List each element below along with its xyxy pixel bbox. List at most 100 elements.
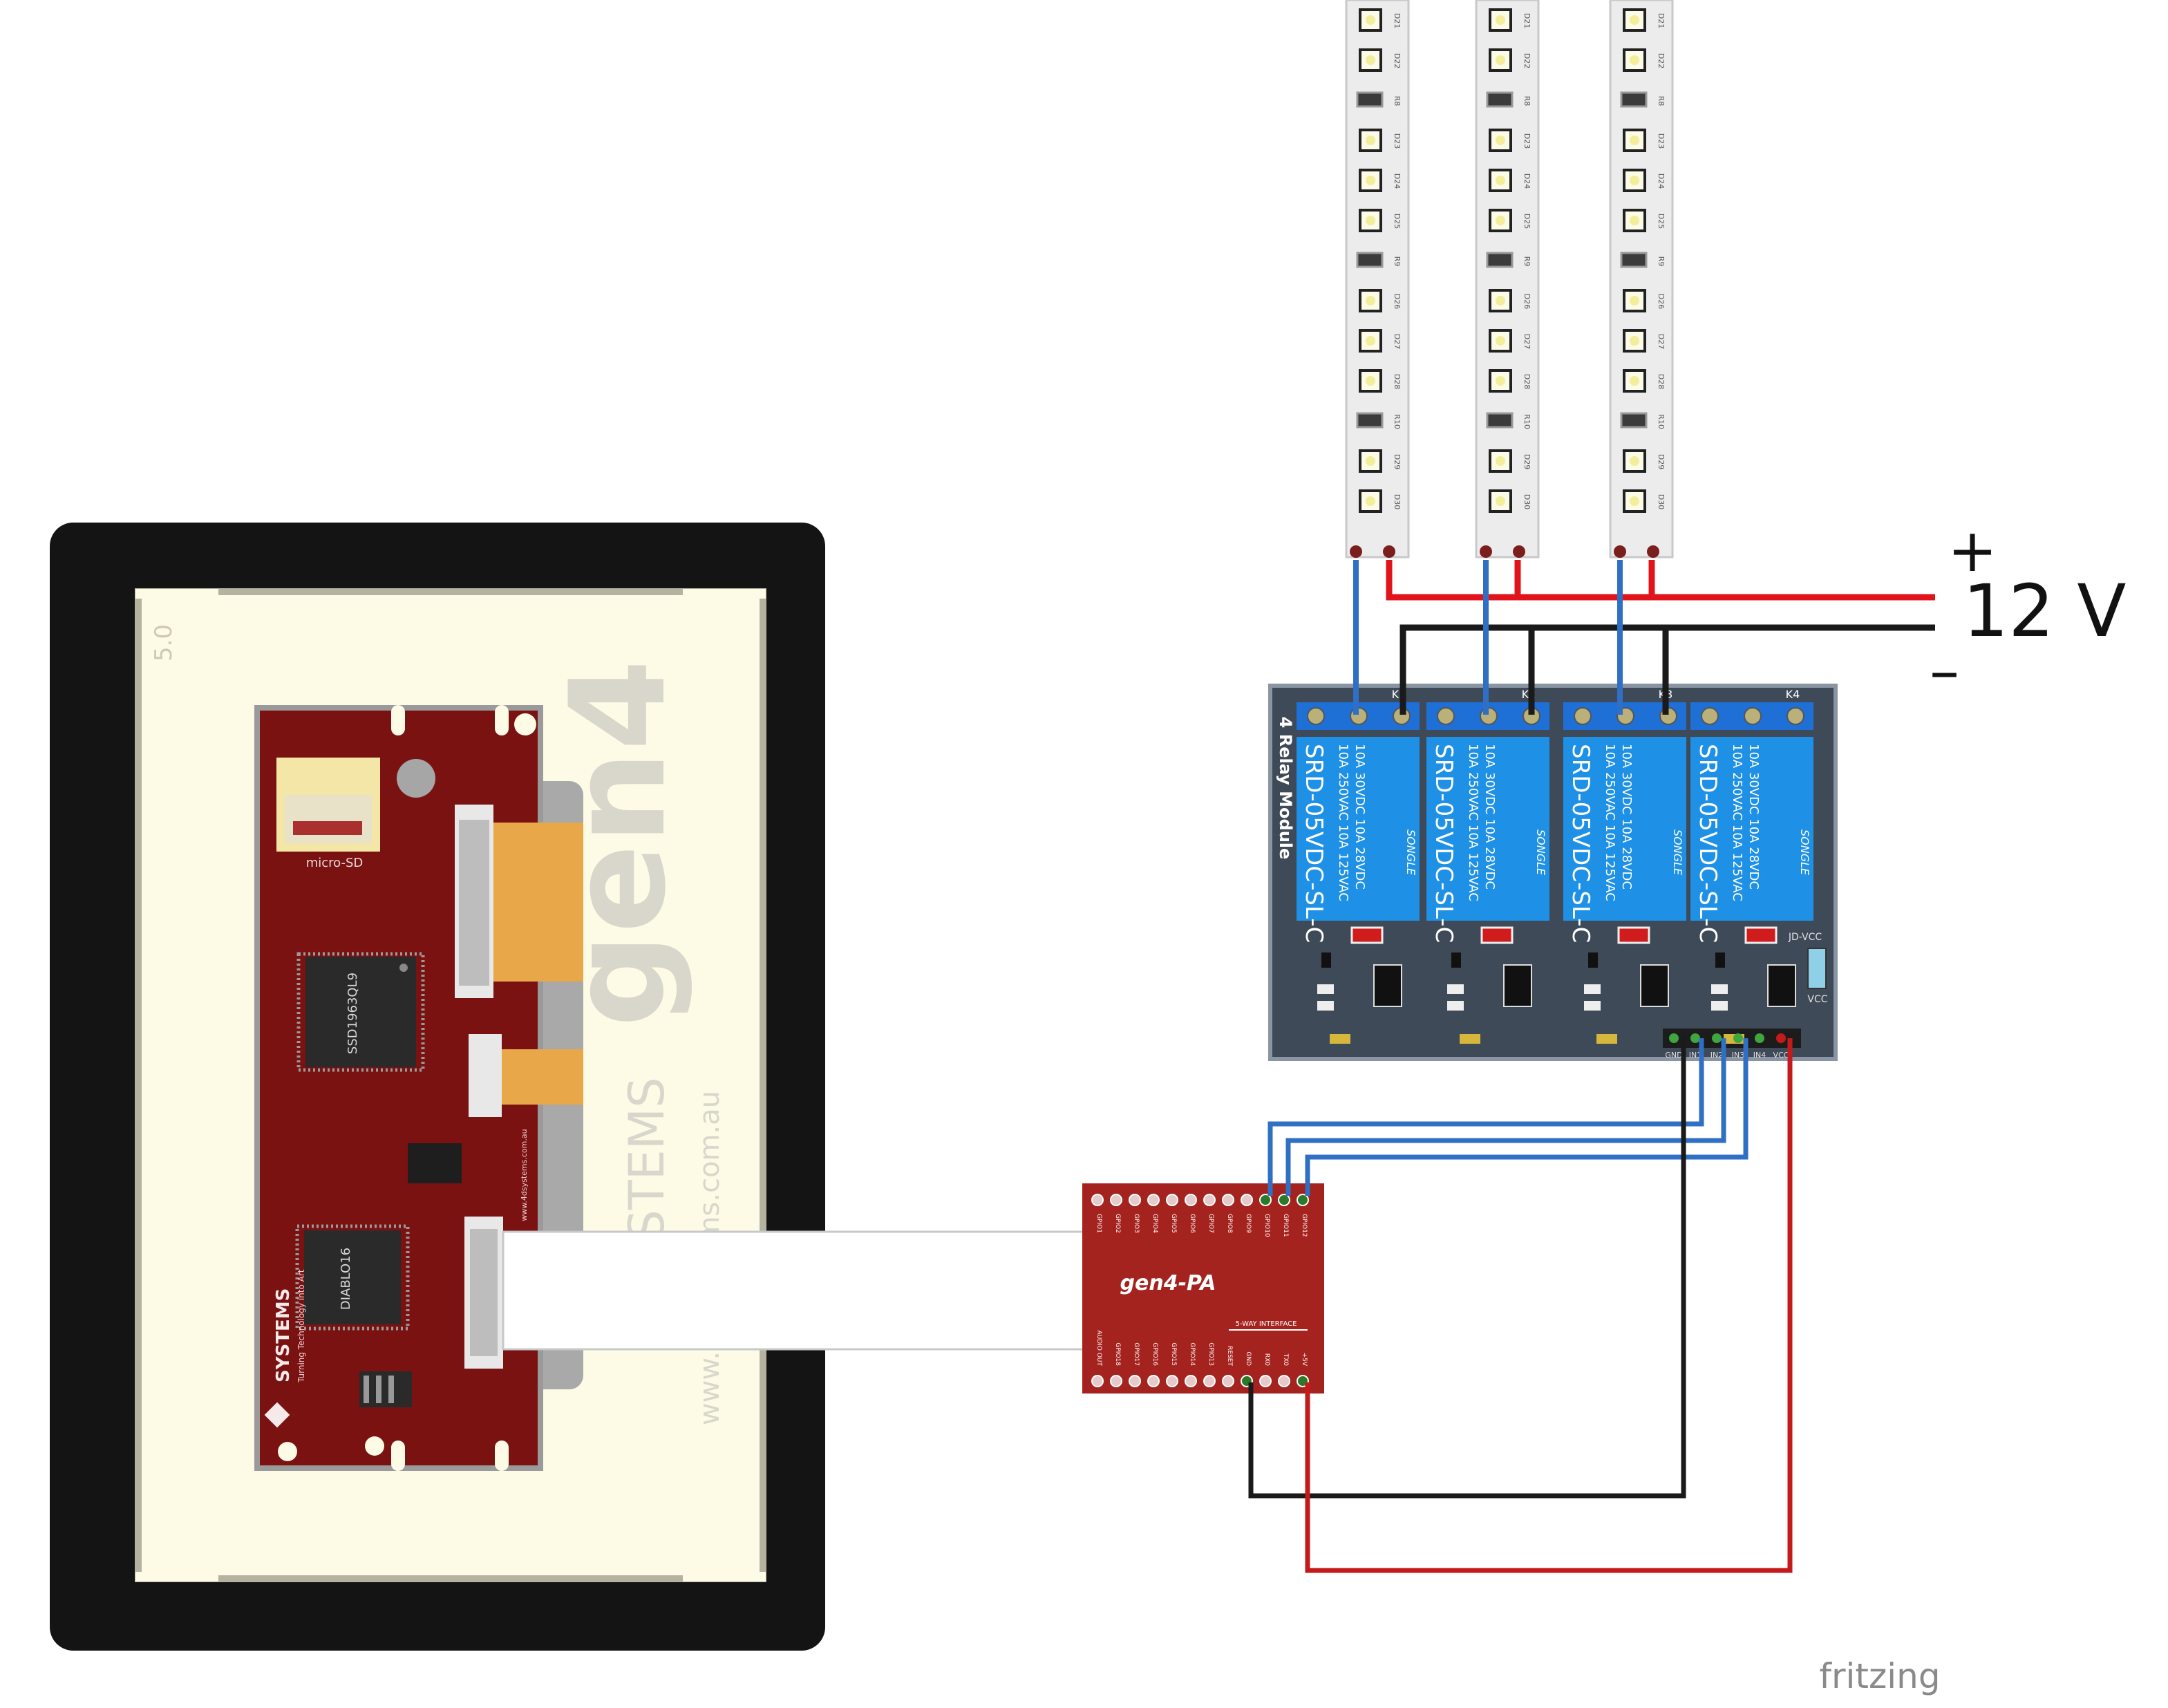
resistor — [1486, 91, 1514, 108]
relay-model-label: SRD-05VDC-SL-C — [1694, 744, 1722, 943]
led-label: D25 — [1523, 214, 1531, 229]
pcb-logo-mark — [264, 1402, 290, 1428]
status-led — [1350, 926, 1384, 944]
led-label: D29 — [1523, 454, 1531, 469]
jumper-top-label: JD-VCC — [1788, 932, 1822, 943]
led-label: R10 — [1523, 414, 1531, 429]
optocoupler — [1640, 964, 1669, 1007]
resistor — [1356, 252, 1384, 268]
led-chip — [1359, 489, 1382, 513]
resistor — [1356, 91, 1384, 108]
smd-resistor — [1584, 1001, 1601, 1011]
smd-resistor — [1711, 984, 1728, 994]
led-label: D21 — [1657, 13, 1666, 28]
header-pin-label: IN4 — [1753, 1051, 1766, 1060]
led-label: D24 — [1393, 173, 1402, 189]
relay-rating-2: 10A 30VDC 10A 28VDC — [1352, 744, 1367, 890]
relay-rating-1: 10A 250VAC 10A 125VAC — [1603, 744, 1617, 901]
header-pin-label: GND — [1665, 1051, 1682, 1060]
adapter-top-pin-label: GPIO6 — [1189, 1214, 1196, 1233]
led-label: D22 — [1393, 53, 1402, 68]
pcb-tagline: Turning Technology into Art — [296, 1269, 306, 1383]
adapter-bottom-pin — [1091, 1375, 1104, 1387]
microsd-label: micro-SD — [306, 856, 364, 870]
adapter-bottom-pin-label: TX0 — [1282, 1353, 1289, 1367]
transistor — [1451, 952, 1461, 968]
led-chip — [1489, 169, 1512, 192]
led-strip-body — [1609, 0, 1674, 559]
led-lens — [1496, 55, 1505, 65]
relay-rating-2: 10A 30VDC 10A 28VDC — [1619, 744, 1634, 890]
led-chip — [1359, 369, 1382, 393]
adapter-top-pin-label: GPIO7 — [1207, 1214, 1214, 1233]
led-lens — [1630, 55, 1639, 65]
led-label: R9 — [1393, 256, 1402, 267]
adapter-bottom-pin-label: GND — [1245, 1351, 1252, 1366]
led-label: R8 — [1393, 96, 1402, 106]
relay-rating-1: 10A 250VAC 10A 125VAC — [1730, 744, 1744, 901]
relay-body — [1690, 737, 1813, 921]
adapter-top-pin-label: GPIO2 — [1114, 1214, 1121, 1233]
relay-rating-2: 10A 30VDC 10A 28VDC — [1482, 744, 1497, 890]
adapter-top-pin — [1297, 1194, 1309, 1206]
led-lens — [1630, 336, 1639, 346]
power-minus-label: – — [1930, 637, 1959, 706]
led-label: D25 — [1657, 214, 1666, 229]
smd-resistor — [1447, 1001, 1464, 1011]
led-label: D25 — [1393, 214, 1402, 229]
led-lens — [1366, 336, 1375, 346]
header-pin — [1733, 1033, 1743, 1043]
wire-12v-negative — [1399, 624, 1935, 715]
led-label: D30 — [1657, 494, 1666, 509]
adapter-bottom-pin — [1278, 1375, 1290, 1387]
header-pin — [1690, 1033, 1700, 1043]
adapter-bottom-pin — [1222, 1375, 1234, 1387]
led-lens — [1366, 376, 1375, 386]
jumper-bottom-label: VCC — [1807, 994, 1827, 1005]
led-label: D30 — [1523, 494, 1531, 509]
optocoupler — [1767, 964, 1796, 1007]
led-label: R8 — [1657, 96, 1666, 106]
led-lens — [1630, 456, 1639, 466]
led-label: D27 — [1393, 334, 1402, 349]
led-label: R10 — [1393, 414, 1402, 429]
wire-12v-positive — [1386, 560, 1935, 601]
terminal-screw — [1574, 707, 1592, 725]
terminal-screw — [1307, 707, 1325, 725]
chip-ssd1963 — [305, 957, 416, 1067]
led-lens — [1496, 336, 1505, 346]
header-pin — [1712, 1033, 1722, 1043]
relay-model-label: SRD-05VDC-SL-C — [1300, 744, 1328, 943]
led-lens — [1496, 216, 1505, 225]
wire-in3 — [1305, 1038, 1748, 1196]
pcb-url: www.4dsystems.com.au — [520, 1129, 529, 1221]
relay-model-label: SRD-05VDC-SL-C — [1430, 744, 1458, 943]
wire-in2 — [1285, 1038, 1726, 1196]
led-label: D24 — [1657, 173, 1666, 189]
adapter-top-pin-label: GPIO1 — [1095, 1214, 1102, 1233]
strip-pad-positive — [1383, 545, 1395, 558]
led-chip — [1623, 289, 1646, 312]
adapter-title: gen4-PA — [1120, 1271, 1216, 1295]
adapter-top-pin — [1091, 1194, 1104, 1206]
adapter-bottom-pin-label: GPIO18 — [1114, 1342, 1121, 1366]
adapter-bottom-pin — [1110, 1375, 1122, 1387]
resistor — [1486, 412, 1514, 429]
adapter-top-pin — [1110, 1194, 1122, 1206]
resistor — [1620, 252, 1648, 268]
led-lens — [1366, 296, 1375, 306]
led-lens — [1496, 15, 1505, 25]
adapter-top-pin-label: GPIO12 — [1301, 1214, 1308, 1237]
strip-pad-negative — [1350, 545, 1362, 558]
led-chip — [1623, 489, 1646, 513]
wires — [1248, 560, 1935, 1573]
led-strips: D21D22R8D23D24D25R9D26D27D28R10D29D30D21… — [1345, 0, 1674, 559]
adapter-top-pin — [1147, 1194, 1160, 1206]
resistor — [1486, 252, 1514, 268]
adapter-top-pin — [1166, 1194, 1178, 1206]
power-voltage-label: 12 V — [1963, 569, 2127, 653]
relay-brand: SONGLE — [1404, 829, 1417, 876]
led-strip-body — [1345, 0, 1410, 559]
jumper[interactable] — [1807, 948, 1827, 989]
